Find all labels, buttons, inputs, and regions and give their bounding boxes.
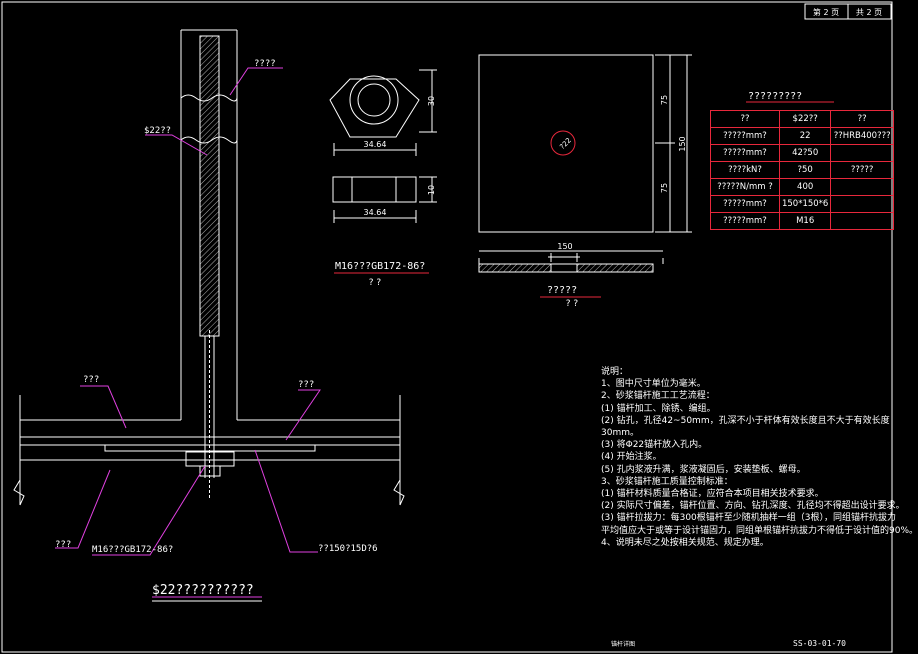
table-cell: ?????mm? <box>710 212 780 230</box>
callout-plate-spec: ??150?15D?6 <box>318 544 378 554</box>
nut-detail-scale: ? ? <box>369 278 382 288</box>
note-line: (3) 锚杆拉拔力：每300根锚杆至少随机抽样一组（3根），同组锚杆抗拔力 <box>601 513 897 524</box>
note-line: 说明： <box>601 367 629 377</box>
table-cell: ?????mm? <box>710 127 780 145</box>
title-box: 第 2 页 共 2 页 <box>804 3 892 20</box>
nut-dim-height: 30 <box>427 96 436 106</box>
drawing-number: SS-03-01-70 <box>793 639 846 648</box>
table-row: ?????mm? 42?50 <box>710 144 894 162</box>
table-header-cell: ?? <box>710 110 780 128</box>
plate-dim-75-bottom: 75 <box>660 183 669 193</box>
table-cell: ?????mm? <box>710 195 780 213</box>
note-line: (3) 将Φ22锚杆放入孔内。 <box>601 440 708 451</box>
table-cell: M16 <box>778 212 832 230</box>
plate-detail-scale: ? ? <box>566 299 579 309</box>
table-header-cell: ?? <box>830 110 894 128</box>
table-row: ????kN? ?50 ????? <box>710 161 894 179</box>
table-cell: 22 <box>778 127 832 145</box>
table-cell <box>830 178 894 196</box>
callout-bottom-left: ??? <box>55 540 71 550</box>
note-line: (2) 实际尺寸偏差，锚杆位置、方向、钻孔深度、孔径均不得超出设计要求。 <box>601 501 905 512</box>
nut-dim-width-top: 34.64 <box>364 140 387 149</box>
table-cell <box>830 144 894 162</box>
table-header-row: ?? $22?? ?? <box>710 110 894 128</box>
table-cell: ??HRB400??? <box>830 127 894 145</box>
table-cell: ?50 <box>778 161 832 179</box>
note-line: 3、砂浆锚杆施工质量控制标准： <box>601 476 733 487</box>
callout-leaders <box>55 67 321 598</box>
note-line: 平均值应大于或等于设计锚固力，同组单根锚杆抗拔力不得低于设计值的90%。 <box>601 525 918 536</box>
table-row: ?????mm? 22 ??HRB400??? <box>710 127 894 145</box>
spec-table: ?? $22?? ?? ?????mm? 22 ??HRB400??? ????… <box>710 110 894 230</box>
table-cell: ????? <box>830 161 894 179</box>
table-row: ?????mm? M16 <box>710 212 894 230</box>
callout-ground-left: ??? <box>83 375 99 385</box>
note-line: (1) 锚杆材料质量合格证，应符合本项目相关技术要求。 <box>601 489 824 500</box>
plate-detail <box>478 54 692 298</box>
note-line: (2) 钻孔，孔径42~50mm，孔深不小于杆体有效长度且不大于有效长度 <box>601 415 890 426</box>
drawing-frame <box>1 1 893 653</box>
table-cell: ????kN? <box>710 161 780 179</box>
table-cell: ?????N/mm ? <box>710 178 780 196</box>
design-notes: 说明： 1、图中尺寸单位为毫米。 2、砂浆锚杆施工工艺流程： (1) 锚杆加工、… <box>601 366 918 549</box>
plate-detail-title: ????? <box>547 285 577 296</box>
note-line: 4、说明未尽之处按相关规范、规定办理。 <box>601 537 769 548</box>
nut-detail-title: M16???GB172-86? <box>335 261 425 272</box>
table-cell: ?????mm? <box>710 144 780 162</box>
ground-section <box>13 395 405 506</box>
footer-small-text: 锚杆详图 <box>611 640 635 648</box>
table-row: ?????N/mm ? 400 <box>710 178 894 196</box>
spec-table-title: ????????? <box>748 91 802 102</box>
plate-dim-75-top: 75 <box>660 95 669 105</box>
note-line: (5) 孔内浆液升满，浆液凝固后，安装垫板、螺母。 <box>601 464 806 475</box>
sheet-number: 第 2 页 <box>813 7 839 17</box>
plate-dim-150-bottom: 150 <box>557 242 572 251</box>
note-line: (1) 锚杆加工、除锈、编组。 <box>601 403 716 414</box>
nut-dim-thickness: 10 <box>427 185 436 195</box>
drawing-canvas: 第 2 页 共 2 页 <box>1 1 893 653</box>
sheet-total: 共 2 页 <box>856 8 882 17</box>
table-cell: 400 <box>778 178 832 196</box>
plate-hole-dia: ?22 <box>558 136 573 151</box>
table-cell <box>830 195 894 213</box>
note-line: 30mm。 <box>601 428 639 439</box>
note-line: (4) 开始注浆。 <box>601 452 662 463</box>
table-cell: 42?50 <box>778 144 832 162</box>
callout-ground-right: ??? <box>298 380 314 390</box>
main-title: $22?????????? <box>152 583 254 598</box>
bolt-elevation <box>180 29 238 500</box>
table-row: ?????mm? 150*150*6 <box>710 195 894 213</box>
table-cell <box>830 212 894 230</box>
plate-dim-150-side: 150 <box>678 136 687 151</box>
callout-nut-spec: M16???GB172-86? <box>92 545 173 555</box>
table-cell: 150*150*6 <box>778 195 832 213</box>
note-line: 2、砂浆锚杆施工工艺流程： <box>601 391 715 402</box>
nut-detail <box>329 69 437 274</box>
callout-rebar: $22?? <box>144 126 171 136</box>
note-line: 1、图中尺寸单位为毫米。 <box>601 379 706 390</box>
callout-bolt-top: ???? <box>254 59 276 69</box>
table-header-cell: $22?? <box>778 110 832 128</box>
nut-dim-width-bottom: 34.64 <box>364 208 387 217</box>
